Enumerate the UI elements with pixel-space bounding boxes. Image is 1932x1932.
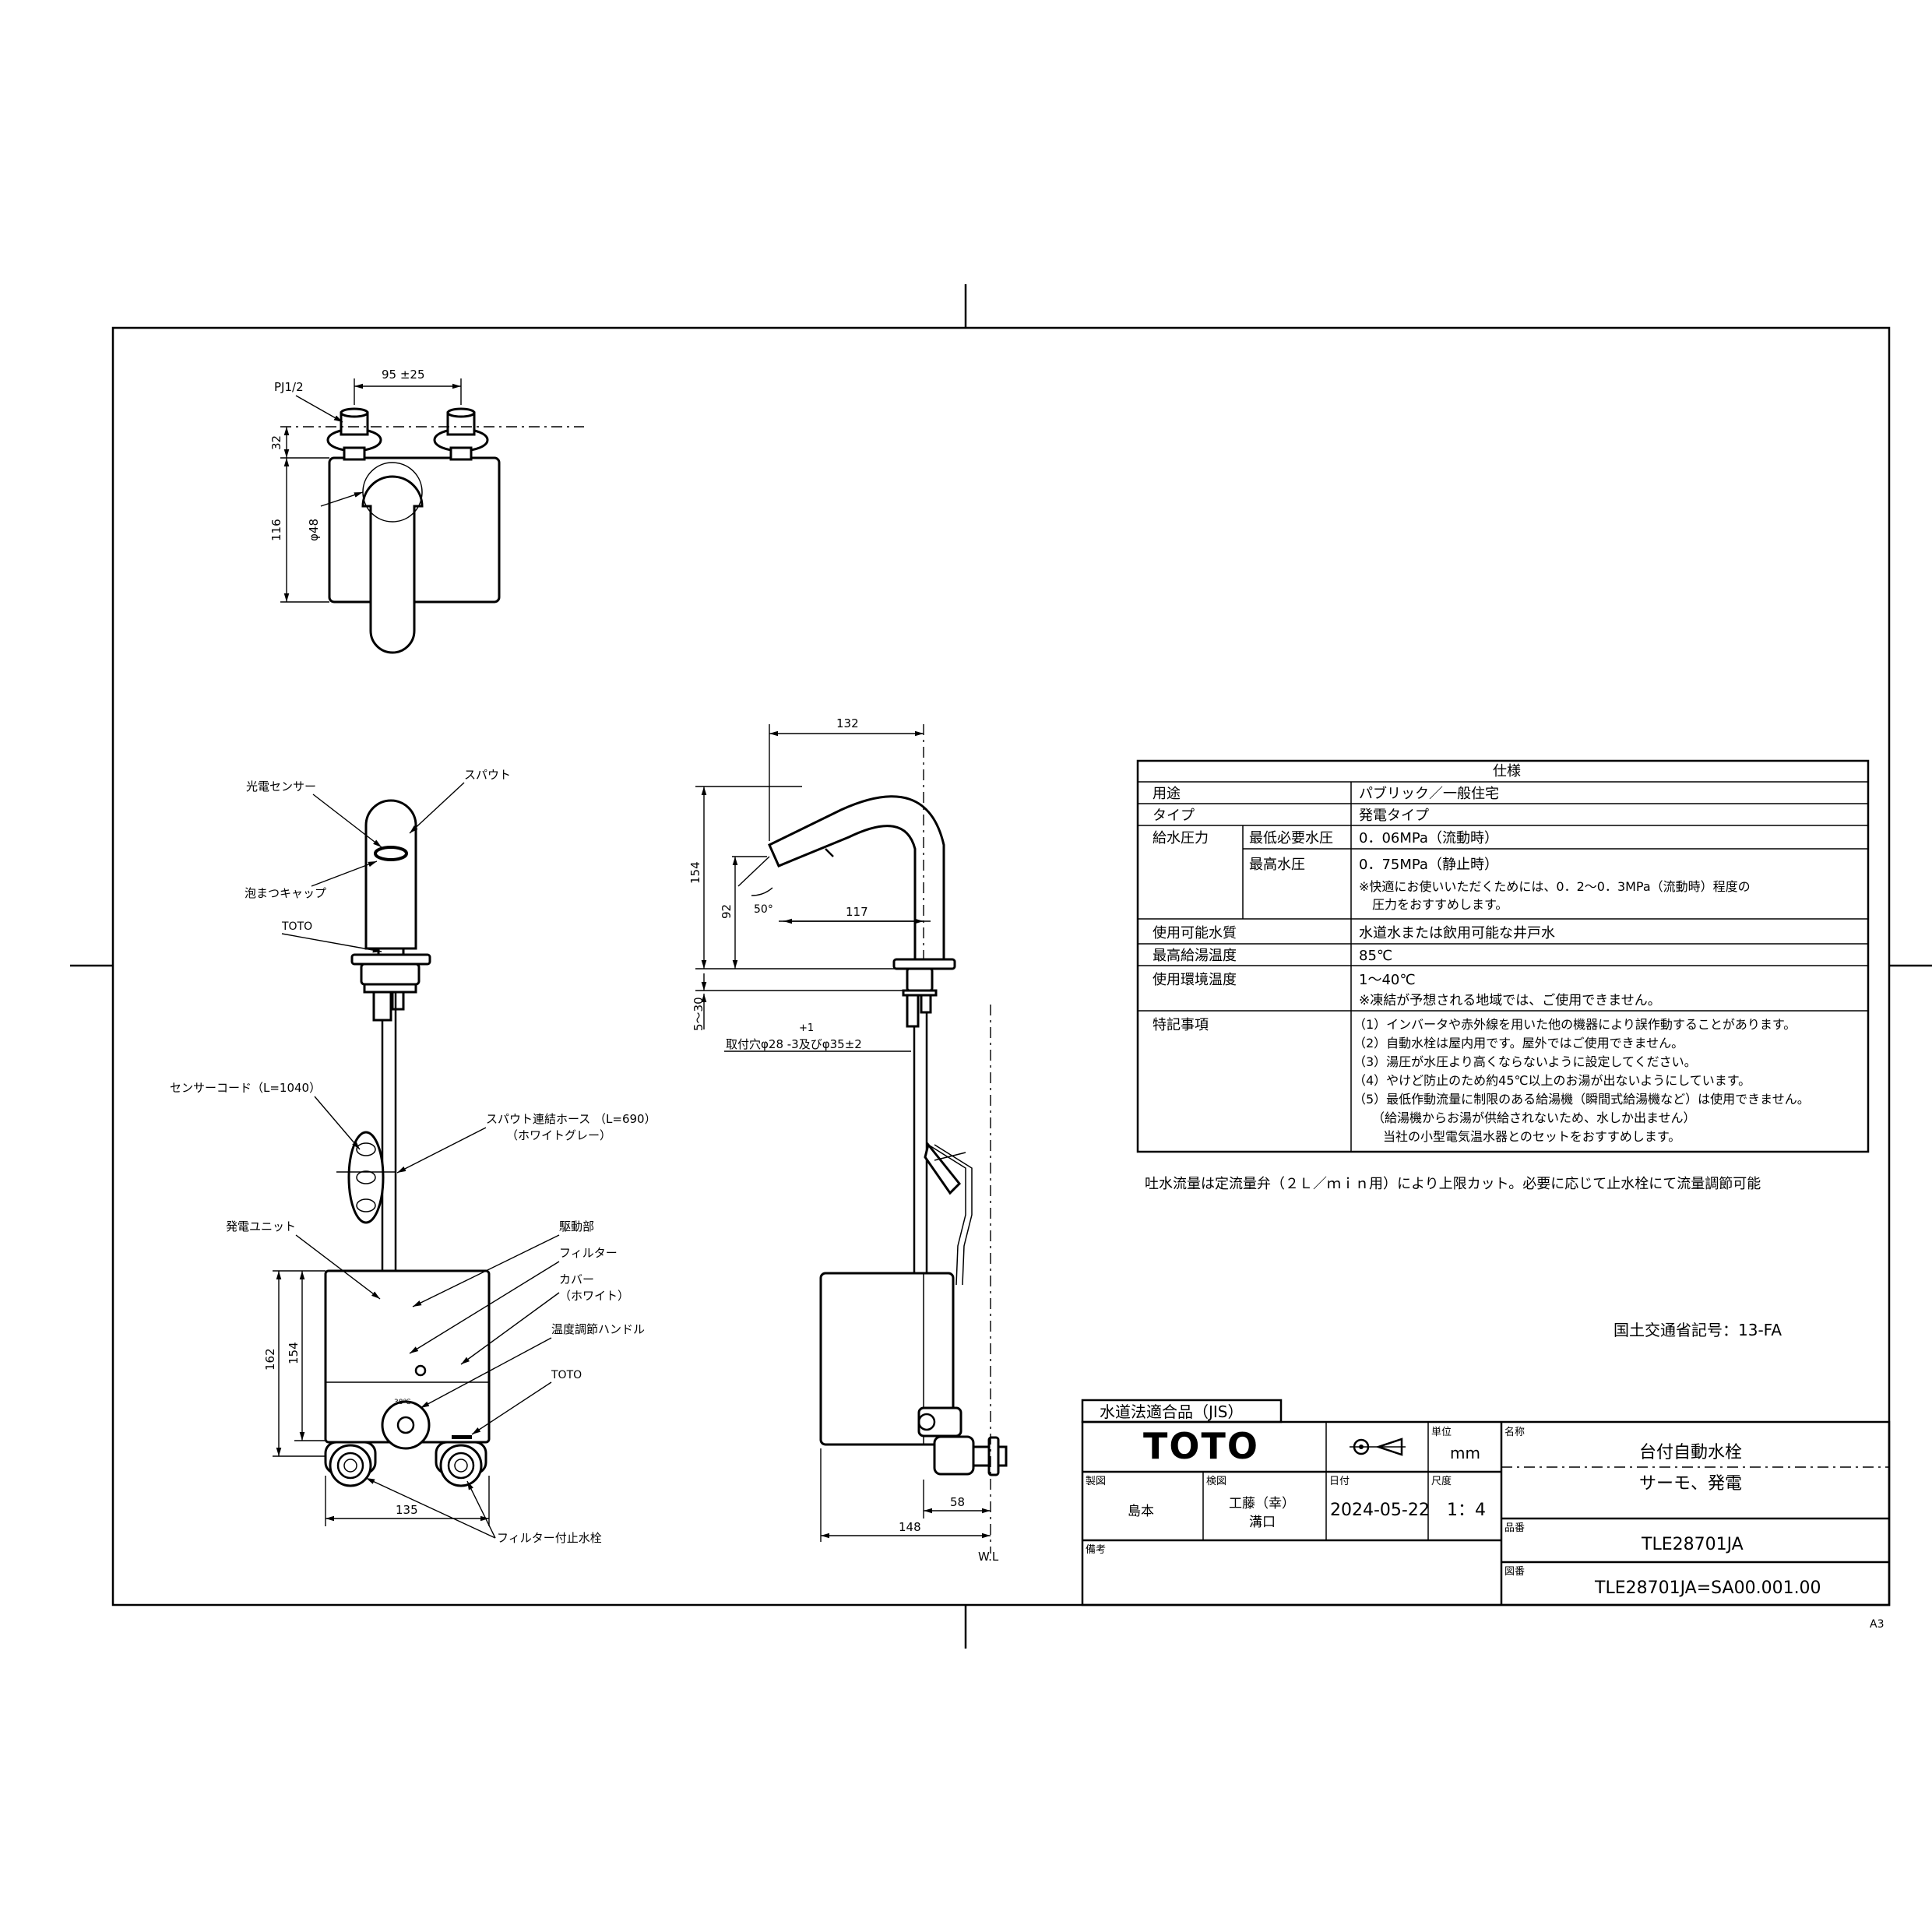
spec-min-value: 0．06MPa（流動時） [1359,830,1498,846]
spec-hot-value: 85℃ [1359,948,1392,964]
dim-162: 162 [263,1348,277,1371]
spec-table: 仕様 用途 パブリック／一般住宅 タイプ 発電タイプ 給水圧力 最低必要水圧 0… [1136,759,1870,1153]
spec-env-note: ※凍結が予想される地域では、ご使用できません。 [1359,992,1661,1008]
supply-connector-right [433,407,489,461]
sheet-size: A3 [1870,1618,1884,1631]
sheet-frame [70,284,1932,1649]
dim-58: 58 [950,1495,965,1509]
spec-note-6: （給湯機からお湯が供給されないため、水しか出ません） [1372,1110,1696,1125]
spec-note-1: （1）インバータや赤外線を用いた他の機器により誤作動することがあります。 [1353,1017,1796,1032]
dim-154-side: 154 [688,861,702,884]
wl-label: W.L [978,1550,999,1564]
unit-value: mm [1450,1444,1480,1462]
pj-label: PJ1/2 [274,380,304,394]
spec-type-label: タイプ [1153,808,1195,824]
dim-154: 154 [287,1342,301,1364]
label-sensor: 光電センサー [246,779,316,794]
dim-92: 92 [720,904,734,919]
checked-1: 工藤（幸） [1229,1496,1295,1511]
scale-value: 1：4 [1447,1501,1486,1520]
dim-132: 132 [836,716,859,730]
label-temp-handle: 温度調節ハンドル [551,1322,645,1336]
dim-116: 116 [269,519,283,541]
spec-notes-label: 特記事項 [1153,1017,1209,1033]
unit-label: 単位 [1431,1426,1452,1438]
checked-2: 溝口 [1249,1515,1276,1530]
jis-badge: 水道法適合品（JIS） [1100,1402,1244,1421]
spec-title: 仕様 [1493,763,1521,779]
spec-use-value: パブリック／一般住宅 [1359,785,1499,802]
label-filter: フィルター [559,1246,618,1260]
dim-5-30: 5〜30 [692,997,706,1031]
dwg-label: 図番 [1504,1566,1525,1578]
top-view: 95 ±25 PJ1/2 32 116 φ48 [269,368,584,654]
dim-width: 95 ±25 [382,368,425,382]
angle-label: 50° [754,903,773,916]
hole-text: 取付穴φ28 -3及びφ35±2 [726,1037,862,1051]
spec-hot-label: 最高給湯温度 [1153,948,1237,964]
spec-type-value: 発電タイプ [1359,808,1429,824]
part-value: TLE28701JA [1641,1535,1744,1554]
part-label: 品番 [1504,1522,1525,1534]
spec-env-label: 使用環境温度 [1153,972,1237,988]
label-spout: スパウト [464,768,511,782]
drawn-label: 製図 [1086,1476,1106,1487]
spec-use-label: 用途 [1153,786,1181,802]
label-aerator: 泡まつキャップ [245,886,326,900]
label-cover-1: カバー [559,1272,594,1286]
drawn-value: 島本 [1128,1504,1154,1519]
remarks-label: 備考 [1086,1543,1106,1556]
spec-note-7: 当社の小型電気温水器とのセットをおすすめします。 [1383,1129,1680,1144]
checked-label: 検図 [1206,1476,1226,1487]
hole-plus: +1 [799,1022,814,1034]
label-filter-valve: フィルター付止水栓 [497,1531,602,1545]
front-view: 38℃ 162 154 135 光電センサー スパウト 泡ま [170,768,656,1545]
spec-max-note-2: 圧力をおすすめします。 [1372,897,1508,912]
spec-water-value: 水道水または飲用可能な井戸水 [1359,925,1555,941]
toto-logo: TOTO [1143,1425,1259,1467]
spec-note-4: （4）やけど防止のため約45℃以上のお湯が出ないようにしています。 [1353,1073,1751,1088]
spec-env-value: 1〜40℃ [1359,972,1416,988]
scale-label: 尺度 [1431,1475,1452,1487]
date-value: 2024-05-22 [1330,1501,1430,1520]
dim-117: 117 [846,905,868,919]
spec-max-label: 最高水圧 [1249,857,1305,873]
side-view: 50° 132 117 154 92 5〜30 +1 取付穴φ28 -3及びφ3… [688,716,1008,1564]
spec-note-5: （5）最低作動流量に制限のある給湯機（瞬間式給湯機など）は使用できません。 [1353,1092,1810,1107]
name-label: 名称 [1504,1426,1525,1438]
date-label: 日付 [1329,1476,1350,1487]
flow-note: 吐水流量は定流量弁（２Ｌ／ｍｉｎ用）により上限カット。必要に応じて止水栓にて流量… [1145,1176,1761,1192]
label-drive: 駆動部 [559,1219,594,1233]
label-sensor-cord: センサーコード（L=1040） [170,1081,321,1095]
spec-max-value: 0．75MPa（静止時） [1359,857,1498,873]
mlit-code: 国土交通省記号：13-FA [1614,1321,1782,1339]
name-2: サーモ、発電 [1639,1474,1742,1494]
label-toto-2: TOTO [551,1369,582,1381]
spec-note-2: （2）自動水栓は屋内用です。屋外ではご使用できません。 [1353,1036,1684,1050]
label-toto-1: TOTO [281,920,312,933]
dim-135: 135 [396,1503,418,1517]
spec-min-label: 最低必要水圧 [1249,830,1333,846]
dial-text: 38℃ [394,1399,411,1406]
dwg-value: TLE28701JA=SA00.001.00 [1594,1578,1821,1598]
projection-symbol-icon [1350,1438,1406,1456]
label-cover-2: （ホワイト） [559,1289,629,1303]
dim-dia48: φ48 [307,519,321,541]
spec-pressure-label: 給水圧力 [1153,830,1209,846]
dim-148: 148 [899,1520,921,1534]
supply-connector-left [326,407,382,461]
spec-note-3: （3）湯圧が水圧より高くならないように設定してください。 [1353,1054,1697,1069]
spec-max-note-1: ※快適にお使いいただくためには、0．2〜0．3MPa（流動時）程度の [1359,879,1751,894]
spec-water-label: 使用可能水質 [1153,925,1237,941]
filter-valve-right [435,1441,487,1487]
label-generator: 発電ユニット [226,1219,296,1233]
name-1: 台付自動水栓 [1639,1443,1742,1462]
label-hose-2: （ホワイトグレー） [506,1128,611,1142]
title-block: 水道法適合品（JIS） TOTO 単位 mm 名称 台付自動水栓 サーモ、発電 … [1081,1399,1891,1606]
label-hose-1: スパウト連結ホース （L=690） [486,1112,656,1126]
dim-32: 32 [269,435,283,450]
filter-valve-left [324,1441,377,1487]
